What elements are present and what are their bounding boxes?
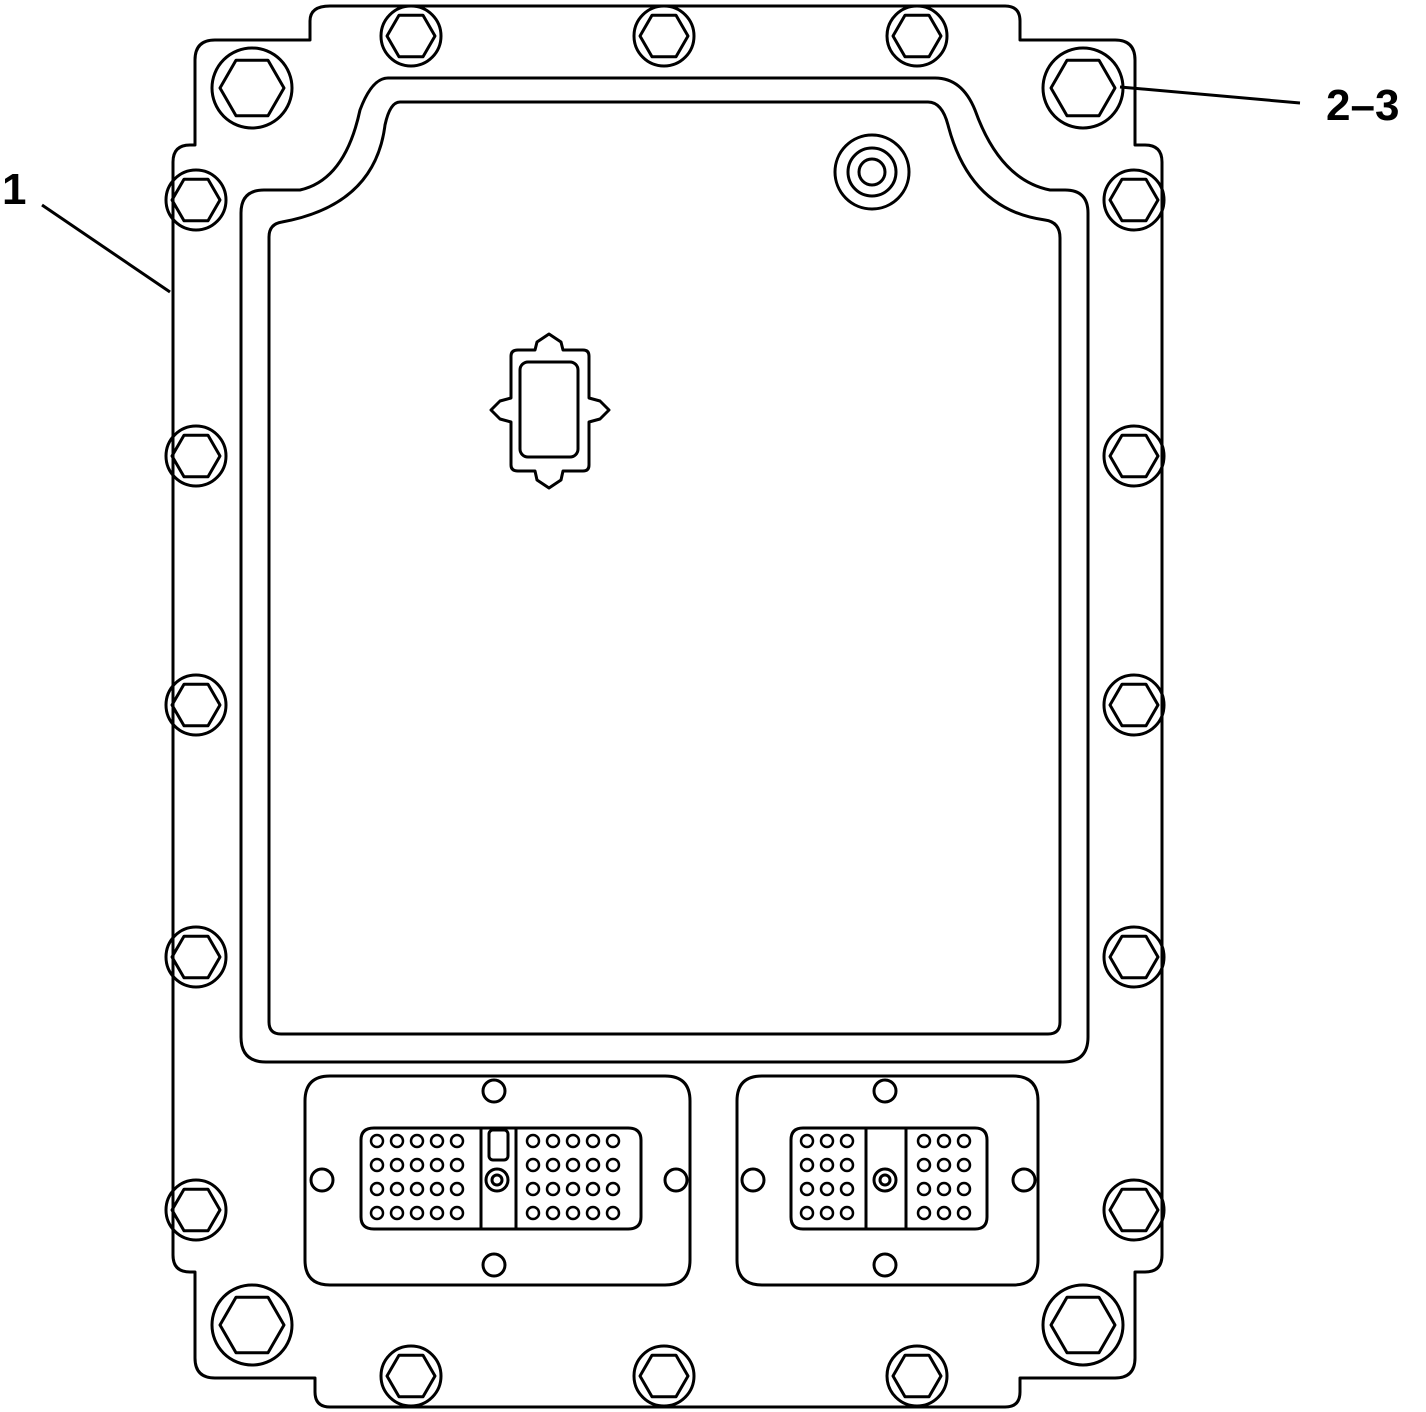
hex-bolt-icon bbox=[1102, 925, 1166, 989]
pin-icon bbox=[409, 1181, 425, 1197]
pin-icon bbox=[605, 1181, 621, 1197]
pin-icon bbox=[585, 1181, 601, 1197]
pin-icon bbox=[409, 1157, 425, 1173]
hex-bolt-icon bbox=[1041, 1283, 1125, 1367]
connector-right bbox=[735, 1074, 1040, 1287]
pin-icon bbox=[449, 1205, 465, 1221]
pin-icon bbox=[565, 1205, 581, 1221]
pin-icon bbox=[839, 1181, 855, 1197]
pin-icon bbox=[545, 1157, 561, 1173]
pin-icon bbox=[585, 1205, 601, 1221]
pin-icon bbox=[525, 1157, 541, 1173]
hex-bolt-icon bbox=[1102, 673, 1166, 737]
pin-icon bbox=[565, 1157, 581, 1173]
pin-icon bbox=[429, 1205, 445, 1221]
pin-icon bbox=[916, 1205, 932, 1221]
hex-bolt-icon bbox=[164, 1178, 228, 1242]
diagnostic-port-icon bbox=[489, 332, 611, 490]
leader-line-module bbox=[41, 203, 171, 294]
pin-icon bbox=[839, 1157, 855, 1173]
pin-icon bbox=[956, 1205, 972, 1221]
pin-icon bbox=[605, 1133, 621, 1149]
pin-icon bbox=[819, 1181, 835, 1197]
pin-icon bbox=[956, 1133, 972, 1149]
hex-bolt-icon bbox=[1102, 1178, 1166, 1242]
pin-icon bbox=[936, 1205, 952, 1221]
pin-icon bbox=[389, 1157, 405, 1173]
pin-icon bbox=[525, 1181, 541, 1197]
pin-icon bbox=[449, 1157, 465, 1173]
hex-bolt-icon bbox=[885, 1344, 949, 1408]
pin-icon bbox=[839, 1133, 855, 1149]
callout-module: 1 bbox=[2, 165, 27, 214]
pin-icon bbox=[819, 1133, 835, 1149]
pin-icon bbox=[605, 1205, 621, 1221]
pin-icon bbox=[389, 1133, 405, 1149]
hex-bolt-icon bbox=[632, 4, 696, 68]
pin-icon bbox=[389, 1181, 405, 1197]
pin-icon bbox=[819, 1205, 835, 1221]
pin-icon bbox=[799, 1181, 815, 1197]
hex-bolt-icon bbox=[379, 4, 443, 68]
callout-bolt: 2–3 bbox=[1326, 81, 1400, 130]
pin-icon bbox=[449, 1181, 465, 1197]
pin-icon bbox=[525, 1205, 541, 1221]
pin-icon bbox=[819, 1157, 835, 1173]
pin-icon bbox=[409, 1205, 425, 1221]
pin-icon bbox=[799, 1157, 815, 1173]
hex-bolt-icon bbox=[885, 4, 949, 68]
pin-icon bbox=[956, 1157, 972, 1173]
pin-icon bbox=[545, 1133, 561, 1149]
pin-icon bbox=[545, 1181, 561, 1197]
hex-bolt-icon bbox=[164, 925, 228, 989]
pin-icon bbox=[936, 1157, 952, 1173]
leader-line-bolt bbox=[1119, 85, 1301, 105]
pin-icon bbox=[916, 1157, 932, 1173]
pin-icon bbox=[565, 1133, 581, 1149]
pin-icon bbox=[956, 1181, 972, 1197]
pin-icon bbox=[545, 1205, 561, 1221]
cover-gasket-outer bbox=[239, 76, 1090, 1064]
pin-icon bbox=[936, 1181, 952, 1197]
pin-icon bbox=[605, 1157, 621, 1173]
pin-icon bbox=[429, 1157, 445, 1173]
pin-icon bbox=[409, 1133, 425, 1149]
pin-icon bbox=[369, 1157, 385, 1173]
pin-icon bbox=[799, 1205, 815, 1221]
hex-bolt-icon bbox=[1102, 168, 1166, 232]
pin-icon bbox=[799, 1133, 815, 1149]
hex-bolt-icon bbox=[164, 168, 228, 232]
pin-icon bbox=[429, 1133, 445, 1149]
pin-icon bbox=[916, 1133, 932, 1149]
pin-icon bbox=[585, 1133, 601, 1149]
vent-plug-icon bbox=[833, 133, 911, 211]
hex-bolt-icon bbox=[164, 424, 228, 488]
pin-icon bbox=[525, 1133, 541, 1149]
hex-bolt-icon bbox=[379, 1344, 443, 1408]
connector-left bbox=[303, 1074, 692, 1287]
pin-icon bbox=[585, 1157, 601, 1173]
pin-icon bbox=[369, 1133, 385, 1149]
cover-panel bbox=[267, 100, 1062, 1036]
pin-icon bbox=[916, 1181, 932, 1197]
hex-bolt-icon bbox=[632, 1344, 696, 1408]
hex-bolt-icon bbox=[164, 673, 228, 737]
pin-icon bbox=[369, 1205, 385, 1221]
pin-icon bbox=[565, 1181, 581, 1197]
hex-bolt-icon bbox=[210, 1283, 294, 1367]
pin-icon bbox=[429, 1181, 445, 1197]
pin-icon bbox=[936, 1133, 952, 1149]
hex-bolt-icon bbox=[210, 46, 294, 130]
pin-icon bbox=[839, 1205, 855, 1221]
pin-icon bbox=[369, 1181, 385, 1197]
pin-icon bbox=[389, 1205, 405, 1221]
hex-bolt-icon bbox=[1102, 424, 1166, 488]
pin-icon bbox=[449, 1133, 465, 1149]
housing-outline bbox=[171, 4, 1164, 1409]
hex-bolt-icon bbox=[1041, 46, 1125, 130]
